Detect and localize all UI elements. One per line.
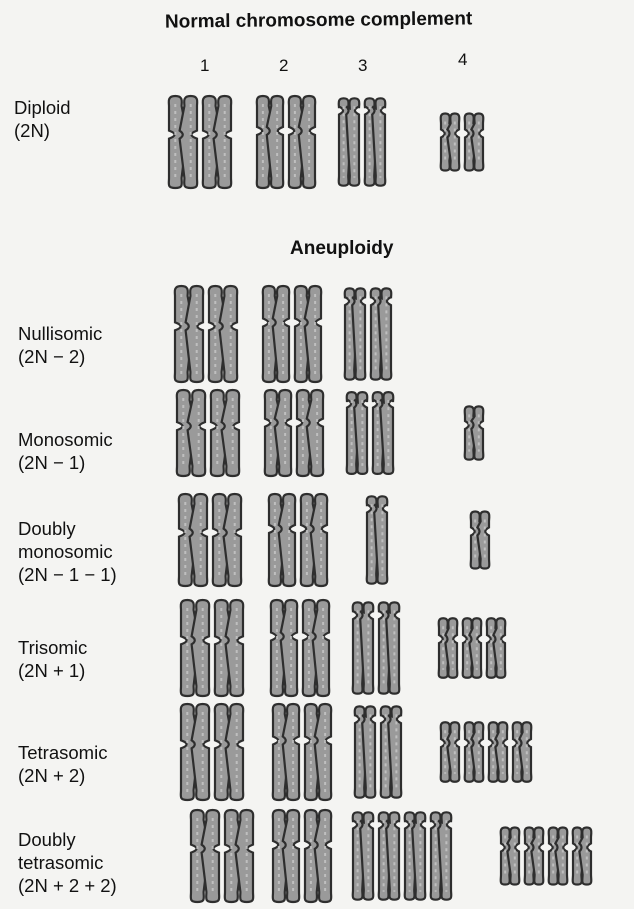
chromosome-row4-col4-1 — [471, 511, 490, 568]
chromosome-row5-col3-2 — [379, 602, 400, 693]
chromosome-row7-col4-1 — [501, 827, 520, 884]
chromosome-row1-col2-1 — [257, 96, 283, 188]
chromosome-row6-col4-2 — [465, 722, 484, 782]
chromosome-row7-col4-4 — [573, 827, 592, 884]
chromosome-row3-col4-1 — [465, 406, 484, 459]
chromosome-row7-col4-3 — [549, 827, 568, 884]
chromosome-row6-col2-1 — [273, 704, 299, 800]
chromosome-row7-col1-2 — [225, 810, 253, 902]
chromosome-row4-col2-2 — [301, 494, 327, 586]
chromosome-row7-col3-1 — [353, 812, 374, 899]
chromosome-row2-col3-1 — [345, 288, 366, 379]
chromosome-row3-col2-2 — [297, 390, 323, 476]
chromosome-row2-col3-2 — [371, 288, 392, 379]
chromosome-row6-col4-1 — [441, 722, 460, 782]
chromosome-row2-col2-2 — [295, 286, 321, 382]
chromosome-row1-col1-1 — [169, 96, 197, 188]
chromosome-row3-col3-1 — [347, 392, 368, 474]
chromosome-row2-col2-1 — [263, 286, 289, 382]
chromosome-row4-col2-1 — [269, 494, 295, 586]
chromosome-row6-col1-2 — [215, 704, 243, 800]
chromosome-row5-col4-2 — [463, 618, 482, 678]
chromosome-row5-col4-1 — [439, 618, 458, 678]
chromosome-row3-col2-1 — [265, 390, 291, 476]
chromosome-row7-col3-2 — [379, 812, 400, 899]
chromosome-row1-col3-2 — [365, 98, 386, 185]
chromosome-row7-col2-1 — [273, 810, 299, 902]
chromosome-row5-col2-1 — [271, 600, 297, 696]
chromosome-row1-col1-2 — [203, 96, 231, 188]
chromosome-row7-col4-2 — [525, 827, 544, 884]
chromosome-row5-col2-2 — [303, 600, 329, 696]
chromosome-row5-col4-3 — [487, 618, 506, 678]
chromosome-row1-col2-2 — [289, 96, 315, 188]
chromosome-row5-col3-1 — [353, 602, 374, 693]
chromosome-row3-col1-1 — [177, 390, 205, 476]
chromosome-row4-col1-1 — [179, 494, 207, 586]
chromosome-row7-col1-1 — [191, 810, 219, 902]
chromosome-row4-col3-1 — [367, 496, 388, 583]
chromosome-row6-col1-1 — [181, 704, 209, 800]
chromosome-row3-col1-2 — [211, 390, 239, 476]
chromosome-row1-col4-1 — [441, 113, 460, 170]
chromosome-row3-col3-2 — [373, 392, 394, 474]
chromosome-row6-col4-4 — [513, 722, 532, 782]
chromosome-row5-col1-2 — [215, 600, 243, 696]
chromosome-row2-col1-2 — [209, 286, 237, 382]
chromosome-row6-col4-3 — [489, 722, 508, 782]
chromosome-row5-col1-1 — [181, 600, 209, 696]
chromosome-row7-col3-3 — [405, 812, 426, 899]
chromosome-row1-col4-2 — [465, 113, 484, 170]
chromosome-row6-col3-1 — [355, 706, 376, 797]
chromosome-row7-col3-4 — [431, 812, 452, 899]
chromosome-row6-col3-2 — [381, 706, 402, 797]
chromosome-row2-col1-1 — [175, 286, 203, 382]
chromosome-row7-col2-2 — [305, 810, 331, 902]
chromosome-row1-col3-1 — [339, 98, 360, 185]
chromosome-row6-col2-2 — [305, 704, 331, 800]
chromosome-row4-col1-2 — [213, 494, 241, 586]
